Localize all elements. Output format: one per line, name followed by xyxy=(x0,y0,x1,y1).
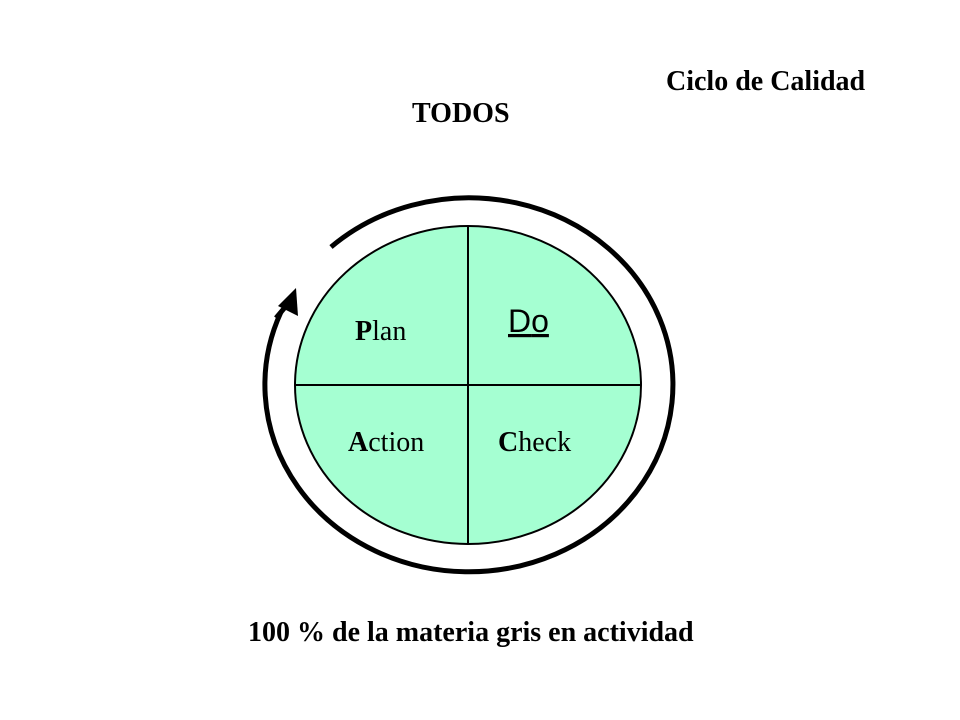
quadrant-check-label: Check xyxy=(498,427,571,458)
diagram-title: Ciclo de Calidad xyxy=(666,66,866,97)
cycle-arc xyxy=(262,195,676,575)
footer-caption: 100 % de la materia gris en actividad xyxy=(248,617,694,648)
quadrant-action-label: Action xyxy=(348,427,424,458)
todos-label: TODOS xyxy=(412,98,510,129)
cycle-arrow-shaft xyxy=(274,297,294,320)
quadrant-do-label: Do xyxy=(508,303,549,339)
quadrant-plan-label: Plan xyxy=(355,316,406,347)
